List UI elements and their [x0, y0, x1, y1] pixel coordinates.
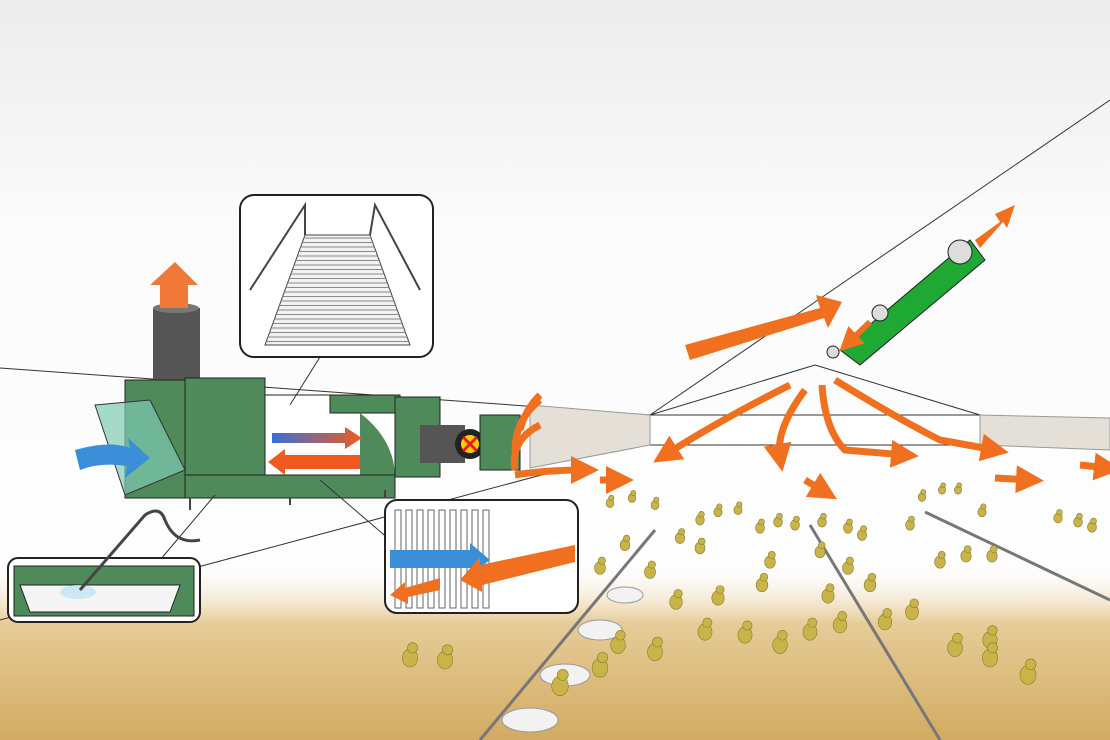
side-wall-right	[979, 414, 1110, 451]
chick-icon	[802, 617, 818, 641]
chick-icon	[650, 496, 660, 510]
chick-icon	[1019, 658, 1037, 685]
chick-icon	[843, 518, 853, 534]
chick-icon	[773, 512, 783, 528]
chick-icon	[695, 511, 705, 526]
inset-plate-exchanger	[319, 479, 579, 614]
exhaust-arrow-icon	[150, 262, 198, 308]
chick-icon	[694, 537, 706, 555]
intake-hood	[94, 399, 186, 496]
chick-icon	[772, 630, 788, 654]
chick-icon	[594, 556, 606, 575]
chick-icon	[790, 515, 800, 531]
chick-icon	[934, 551, 946, 569]
chick-icon	[669, 589, 683, 610]
chick-icon	[733, 501, 743, 516]
chick-icon	[917, 489, 927, 502]
chick-icon	[697, 617, 713, 641]
chick-icon	[644, 560, 656, 579]
chick-icon	[817, 512, 827, 528]
chick-icon	[863, 572, 877, 593]
chick-icon	[764, 551, 776, 569]
chick-icon	[551, 669, 569, 696]
chick-icon	[938, 482, 946, 495]
chick-icon	[1087, 517, 1097, 533]
pressure-washer-lance	[78, 509, 201, 591]
inset-exchanger-interior	[239, 194, 434, 406]
chick-icon	[977, 503, 987, 518]
chimney	[153, 308, 200, 380]
chick-icon	[610, 630, 626, 654]
chick-icon	[857, 525, 867, 541]
chick-icon	[877, 608, 893, 631]
cold-air-arrow-icon	[390, 543, 490, 575]
chick-icon	[842, 556, 854, 575]
chick-icon	[1053, 509, 1063, 524]
chick-icon	[755, 572, 769, 593]
chick-icon	[737, 620, 753, 644]
chick-icon	[605, 494, 615, 508]
heat-exchanger-unit	[75, 262, 585, 510]
duct-exhaust-arrow-icon	[975, 205, 1015, 248]
duct-fan-icon	[947, 239, 973, 265]
chick-icon	[591, 651, 609, 678]
warm-exhaust-arrow-icon	[460, 545, 575, 592]
chick-icon	[982, 642, 998, 668]
chick-icon	[814, 541, 826, 559]
chick-icon	[619, 534, 631, 552]
chick-icon	[713, 503, 723, 518]
chick-icon	[402, 642, 418, 668]
chick-icon	[986, 545, 998, 563]
chick-icon	[437, 644, 453, 670]
chick-icon	[1073, 512, 1083, 528]
incoming-air-arrow-icon	[685, 295, 842, 360]
chick-icon	[755, 518, 765, 534]
chick-icon	[832, 611, 848, 634]
chick-icon	[821, 583, 835, 604]
chick-icon	[711, 585, 725, 606]
chick-icon	[905, 598, 919, 620]
chick-flock	[402, 482, 1097, 696]
cold-air-inlet-arrow-icon	[75, 438, 150, 478]
chick-icon	[905, 515, 915, 531]
warm-air-outlet-arrows	[510, 392, 585, 475]
chick-icon	[947, 632, 963, 657]
chick-icon	[960, 545, 972, 563]
inset-washing	[7, 494, 216, 623]
warm-air-arrow-icon	[268, 449, 360, 475]
chick-icon	[647, 636, 663, 662]
chick-icon	[674, 528, 686, 544]
feeder-lines	[478, 510, 1110, 740]
roof-inlet-duct	[826, 205, 1015, 366]
heat-transfer-arrow-icon	[272, 427, 362, 449]
air-distribution-arrows	[600, 377, 1110, 500]
chick-icon	[954, 482, 962, 495]
side-wall-left	[529, 404, 651, 469]
